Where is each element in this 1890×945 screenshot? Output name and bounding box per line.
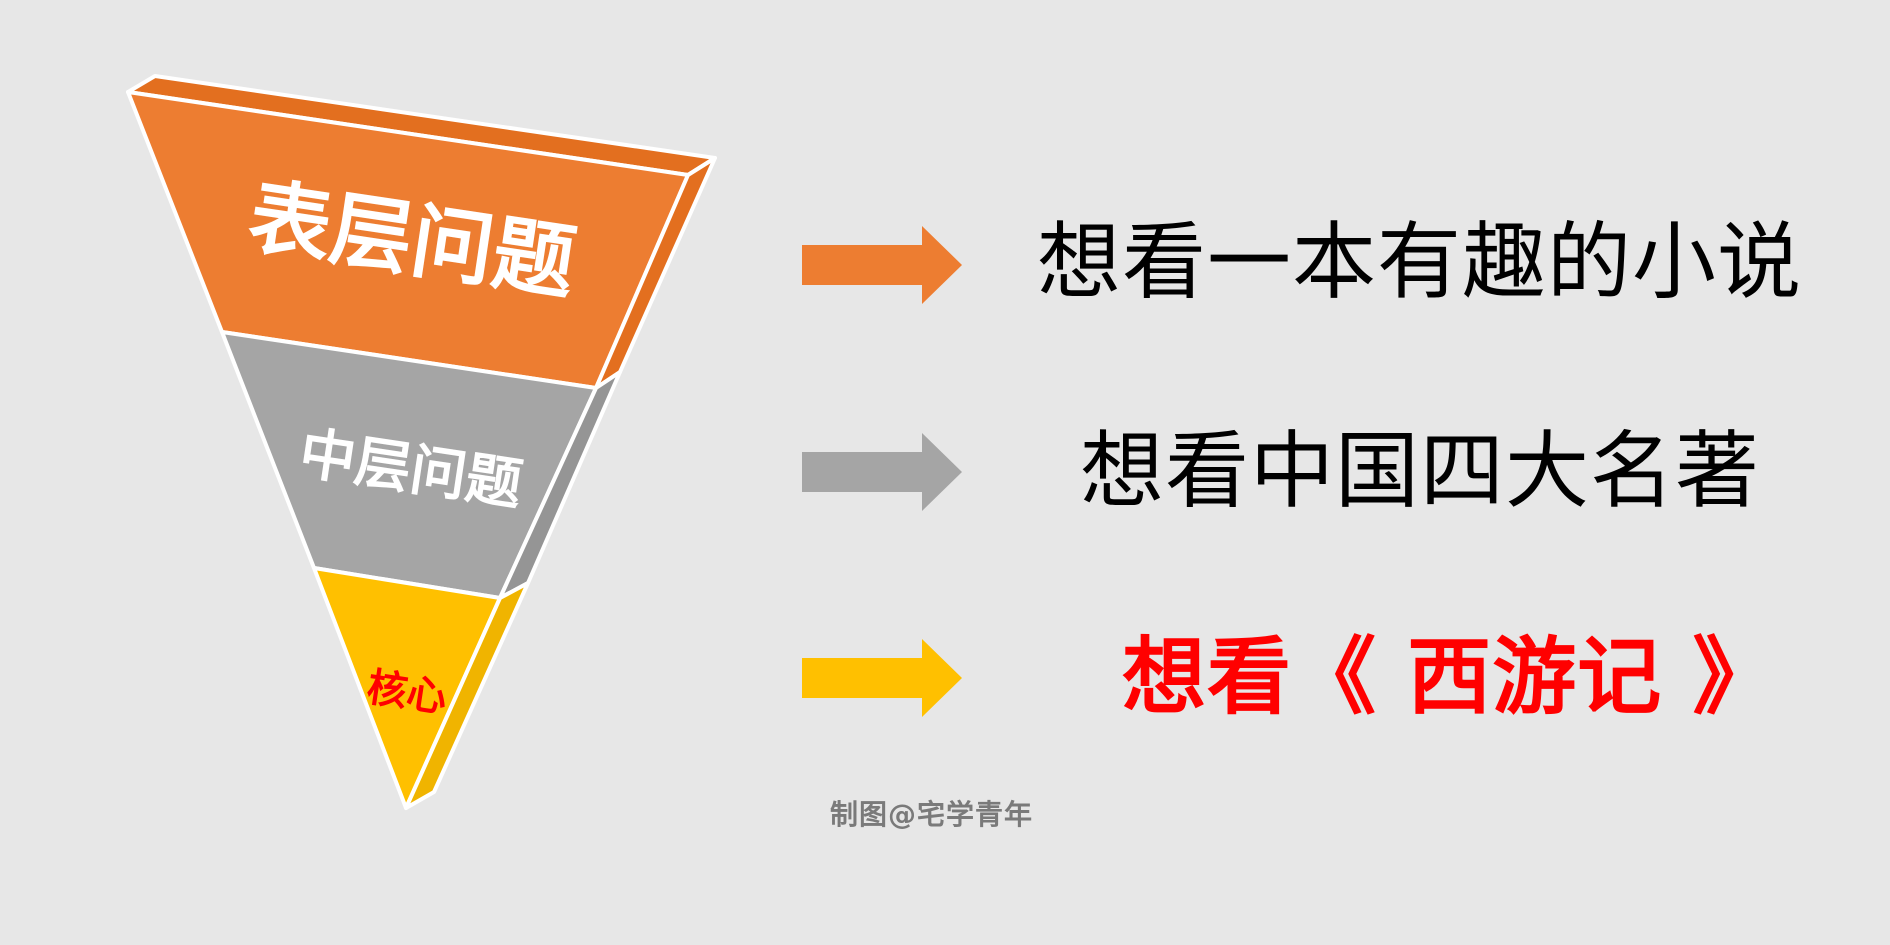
arrow-list [802, 226, 962, 717]
arrow-surface [802, 226, 962, 304]
arrow-middle [802, 433, 962, 511]
statement-core: 想看《 西游记 》 [1122, 628, 1778, 726]
credit-text: 制图@宅学青年 [830, 798, 1034, 831]
inverted-pyramid: 表层问题 中层问题 核心 [126, 74, 717, 810]
pyramid-level-core-side [404, 581, 530, 810]
statement-surface: 想看一本有趣的小说 [1037, 213, 1803, 311]
arrow-core [802, 639, 962, 717]
statement-middle: 想看中国四大名著 [1080, 422, 1761, 520]
